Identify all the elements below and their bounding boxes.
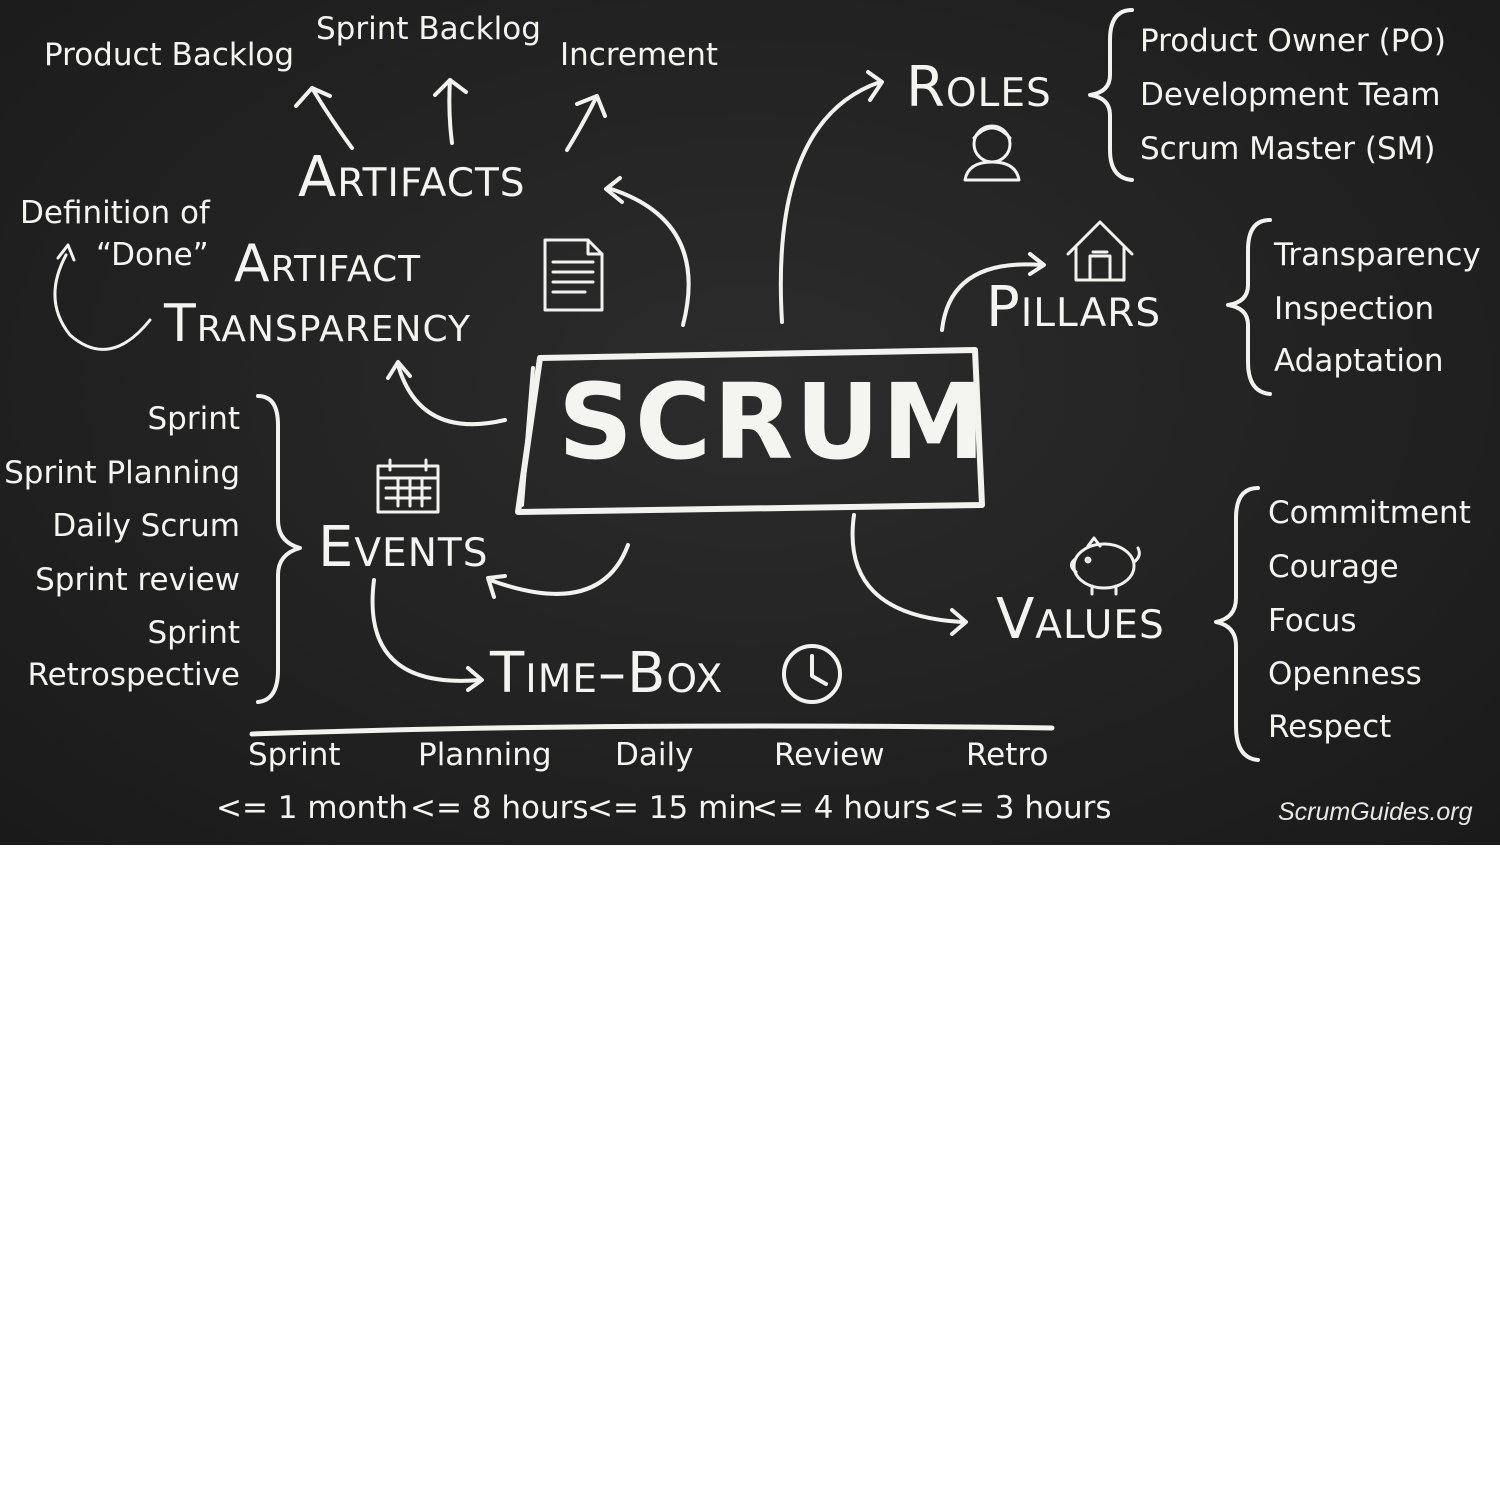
arrow-to-events — [488, 543, 630, 596]
calendar-icon — [376, 458, 440, 514]
credit-text: ScrumGuides.org — [1278, 798, 1473, 826]
document-icon — [543, 238, 604, 312]
dod-line-1: Definition of — [20, 195, 210, 231]
pillars-brace — [1226, 218, 1272, 396]
person-icon — [963, 124, 1021, 182]
timebox-limit-sprint: <= 1 month — [216, 790, 408, 826]
timebox-limit-retro: <= 3 hours — [933, 790, 1112, 826]
event-sprint: Sprint — [147, 401, 240, 437]
timebox-name-sprint: Sprint — [248, 737, 341, 773]
values-title: Values — [996, 587, 1165, 652]
events-brace — [256, 394, 302, 704]
role-scrum-master: Scrum Master (SM) — [1140, 131, 1436, 167]
artifact-transparency-title-1: Artifact — [234, 234, 422, 294]
timebox-name-retro: Retro — [966, 737, 1049, 773]
timebox-underline — [249, 723, 1055, 737]
value-commitment: Commitment — [1268, 495, 1471, 531]
timebox-name-review: Review — [774, 737, 885, 773]
values-brace — [1214, 486, 1260, 762]
value-focus: Focus — [1268, 603, 1357, 639]
house-icon — [1066, 220, 1134, 282]
artifact-transparency-title-2: Transparency — [164, 294, 471, 354]
event-sprint-review: Sprint review — [35, 562, 240, 598]
value-openness: Openness — [1268, 656, 1422, 692]
role-product-owner: Product Owner (PO) — [1140, 23, 1446, 59]
arrow-to-transparency — [396, 363, 507, 427]
arrow-to-artifacts — [606, 186, 691, 327]
timebox-name-daily: Daily — [615, 737, 694, 773]
arrow-to-values — [850, 513, 964, 624]
timebox-limit-review: <= 4 hours — [752, 790, 931, 826]
artifacts-title: Artifacts — [298, 145, 526, 210]
clock-icon — [782, 644, 842, 704]
chalk-drawings — [53, 8, 1272, 762]
pillars-title: Pillars — [986, 275, 1162, 340]
timebox-limit-daily: <= 15 min — [587, 790, 757, 826]
roles-title: Roles — [906, 55, 1052, 120]
timebox-limit-planning: <= 8 hours — [410, 790, 589, 826]
artifact-product-backlog: Product Backlog — [44, 37, 295, 73]
dod-arrow — [53, 253, 152, 351]
event-daily-scrum: Daily Scrum — [52, 508, 240, 544]
scrum-title: SCRUM — [558, 361, 988, 483]
arrow-to-pillars — [940, 262, 1044, 332]
roles-brace — [1088, 8, 1134, 182]
pillar-inspection: Inspection — [1274, 291, 1435, 327]
role-development-team: Development Team — [1140, 77, 1441, 113]
value-respect: Respect — [1268, 709, 1392, 745]
arrow-to-roles — [778, 80, 882, 324]
piggy-bank-icon — [1069, 536, 1141, 596]
chalkboard: SCRUM Product Backlog Sprint Backlog Inc… — [0, 0, 1500, 845]
event-sprint-planning: Sprint Planning — [4, 455, 240, 491]
timebox-name-planning: Planning — [418, 737, 552, 773]
pillar-adaptation: Adaptation — [1274, 343, 1444, 379]
artifact-increment: Increment — [560, 37, 719, 73]
events-title: Events — [318, 515, 489, 580]
pillar-transparency: Transparency — [1274, 237, 1481, 273]
timebox-title: Time–Box — [490, 641, 724, 706]
arrow-to-timebox — [370, 578, 482, 683]
event-sprint-retro-1: Sprint — [147, 615, 240, 651]
artifact-sprint-backlog: Sprint Backlog — [316, 11, 541, 47]
event-sprint-retro-2: Retrospective — [27, 657, 240, 693]
value-courage: Courage — [1268, 549, 1399, 585]
artifact-arrows — [294, 78, 607, 152]
dod-line-2: “Done” — [96, 237, 209, 273]
